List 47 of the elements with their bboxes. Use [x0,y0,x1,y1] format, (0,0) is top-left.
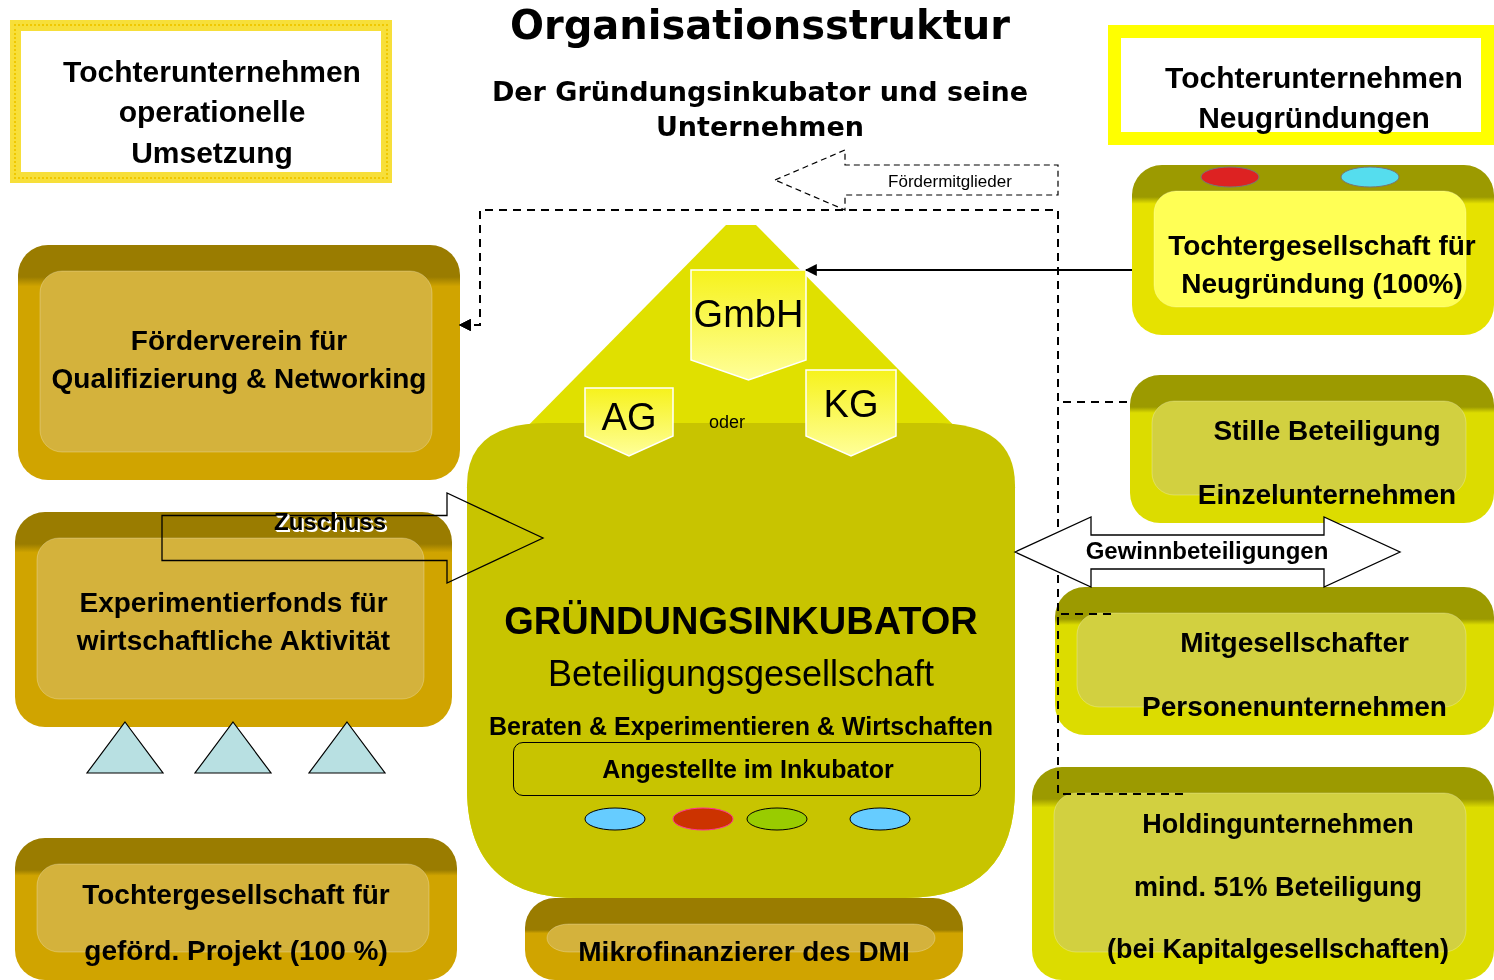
raised-box [15,512,452,727]
house-shape [467,225,1015,898]
node-text: Förderverein für Qualifizierung & Networking [50,324,428,396]
block-arrow [161,491,545,585]
node-text: Angestellte im Inkubator [602,756,894,784]
raised-box [1055,587,1494,735]
node-text: Tochtergesellschaft für Neugründung (100%) [1167,229,1477,301]
node-text: mind. 51% Beteiligung [1133,870,1422,904]
block-arrow [1013,516,1402,588]
framed-box [10,20,392,183]
raised-box [1032,767,1494,980]
node-text: Tochterunternehmen operationelle Umsetzung [62,53,362,171]
triangle-shape [194,721,272,774]
framed-box [1108,25,1494,145]
node-text: Einzelunternehmen [1197,478,1457,512]
node-text: Beteiligungsgesellschaft [546,653,936,695]
node-text: Beraten & Experimentieren & Wirtschaften [487,712,995,741]
shield-tag [585,388,673,456]
raised-box [18,245,460,480]
node-text: (bei Kapitalgesellschaften) [1106,933,1450,966]
node-text: Experimentierfonds für wirtschaftliche Aktivität [75,586,392,658]
node-text: Tochtergesellschaft für geförd. Projekt (100 %) [81,878,391,968]
node-text: KG [823,384,879,426]
title: Organisationsstruktur [509,2,1011,48]
node-text: Holdingunternehmen [1142,808,1414,841]
node-text: AG [601,397,657,439]
node-text: Tochterunternehmen Neugründungen [1164,59,1464,136]
node-text: Personenunternehmen [1142,690,1447,724]
raised-box [1132,165,1494,335]
node-text: GmbH [693,294,804,336]
rounded-box [513,742,981,796]
triangle-shape [86,721,164,774]
triangle-shape [308,721,386,774]
raised-box [1130,375,1494,523]
shield-tag [691,270,806,380]
subtitle: Der Gründungsinkubator und seine Unternehmen [490,75,1030,145]
edge-label: Fördermitglieder [887,172,1013,192]
raised-box [525,898,963,980]
arrow [804,264,1133,276]
connector-word: oder [708,411,746,434]
node-text: Mitgesellschafter [1180,626,1409,660]
node-text: Mikrofinanzierer des DMI [578,935,910,969]
edge-label: Zuschuss [273,508,387,536]
raised-box [15,838,457,980]
node-text: GRÜNDUNGSINKUBATOR [503,600,979,643]
node-text: Stille Beteiligung [1213,414,1441,448]
edge-label: Gewinnbeteiligungen [1084,537,1330,565]
